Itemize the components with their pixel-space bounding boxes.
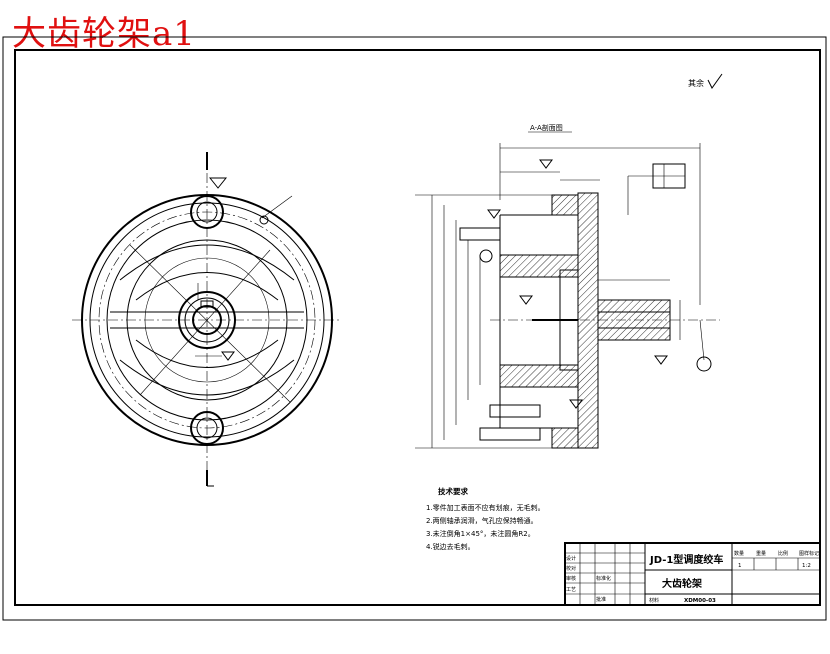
tolerance-frame-2 xyxy=(459,227,501,241)
datum-a-circle xyxy=(696,356,712,372)
hub-body xyxy=(597,299,671,341)
tech-req-item: 2.两侧轴承润滑，气孔应保持畅通。 xyxy=(426,516,538,525)
hub-outer xyxy=(178,291,236,349)
outer-frame xyxy=(2,36,827,621)
slot-bottom-inner xyxy=(135,339,279,368)
top-lug-hole xyxy=(190,195,224,229)
rim-top xyxy=(551,194,579,216)
bolt-circle xyxy=(98,211,316,429)
tech-req-item: 1.零件加工表面不应有划痕，无毛刺。 xyxy=(426,503,545,512)
bottom-lug-hole xyxy=(190,411,224,445)
tb-material: 材料 xyxy=(649,597,659,604)
tb-col-header: 重量 xyxy=(756,550,766,557)
tb-role: 审核 xyxy=(566,575,576,582)
roughness-mark-1 xyxy=(208,177,228,189)
slot-top xyxy=(119,244,295,281)
front-view xyxy=(72,152,340,487)
tech-requirements: 技术要求 1.零件加工表面不应有划痕，无毛刺。 2.两侧轴承润滑，气孔应保持畅通… xyxy=(426,486,545,551)
tb-drawing-no: XDM00-03 xyxy=(684,598,716,604)
tb-col-header: 比例 xyxy=(778,550,788,557)
section-view: A-A剖面图 xyxy=(415,123,720,449)
slot-top-inner xyxy=(135,272,279,301)
datum-leader xyxy=(699,319,705,361)
tolerance-frame-4 xyxy=(479,427,541,441)
rim-inner xyxy=(89,202,325,438)
hub-bore xyxy=(192,305,222,335)
tb-part-name: 大齿轮架 xyxy=(662,577,702,590)
hub-middle xyxy=(184,297,230,343)
sheet-label: 大齿轮架a1 xyxy=(12,14,196,54)
tb-role: 校对 xyxy=(566,565,576,572)
roughness-note-text: 其余 xyxy=(688,78,704,88)
tolerance-frame-3 xyxy=(489,404,541,418)
flange-body xyxy=(577,192,599,449)
tb-role: 设计 xyxy=(566,555,576,562)
roughness-mark-4 xyxy=(569,399,583,409)
section-title: A-A剖面图 xyxy=(530,123,563,132)
boss-circle xyxy=(126,239,288,401)
tb-scale: 1:2 xyxy=(802,563,811,569)
web-outer-circle xyxy=(106,219,308,421)
inner-web-circle xyxy=(144,257,270,383)
tb-quantity: 1 xyxy=(738,563,742,569)
tb-col-header: 图样标记 xyxy=(799,550,819,557)
rim-bottom xyxy=(551,427,579,449)
tb-role: 批准 xyxy=(596,596,606,603)
inner-frame xyxy=(14,49,821,606)
roughness-mark-3 xyxy=(487,209,501,219)
title-block: 设计 校对 审核 工艺 标准化 批准 JD-1型调度绞车 大齿轮架 材料 XDM… xyxy=(564,542,821,606)
bottom-lug-inner xyxy=(196,417,218,439)
web-bottom xyxy=(499,364,579,388)
tb-role: 工艺 xyxy=(566,587,576,593)
title-block-frame xyxy=(564,542,821,606)
tech-req-title: 技术要求 xyxy=(438,486,468,496)
top-lug-inner xyxy=(196,201,218,223)
web-top xyxy=(499,254,579,278)
tb-project: JD-1型调度绞车 xyxy=(649,553,723,566)
roughness-mark-2 xyxy=(221,351,235,361)
roughness-mark-6 xyxy=(654,355,668,365)
hub-bore-section xyxy=(597,311,671,329)
roughness-note: 其余 xyxy=(688,73,723,89)
diag-line-1 xyxy=(129,244,291,403)
tb-col-header: 数量 xyxy=(734,550,744,557)
roughness-mark-5 xyxy=(539,159,553,169)
slot-bottom xyxy=(119,359,295,396)
diag-line-2 xyxy=(139,249,271,396)
roughness-mark-7 xyxy=(519,295,533,305)
leader-1 xyxy=(261,195,293,219)
keyway xyxy=(200,300,214,308)
roughness-check-icon xyxy=(707,73,723,89)
tech-req-item: 4.锐边去毛刺。 xyxy=(426,542,475,551)
datum-b-circle xyxy=(479,249,493,263)
tech-req-item: 3.未注倒角1×45°，未注圆角R2。 xyxy=(426,529,535,538)
small-hole xyxy=(259,215,269,225)
tb-role: 标准化 xyxy=(596,575,611,582)
